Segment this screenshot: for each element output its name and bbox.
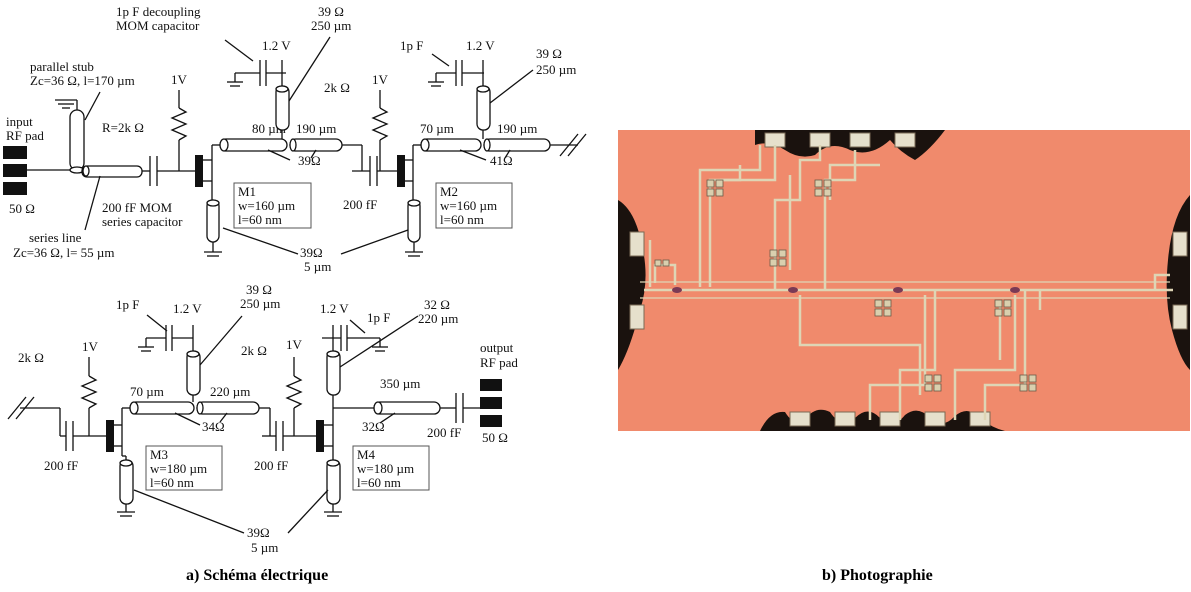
stage2-cap: 200 fF	[343, 197, 377, 212]
stage4-drain-line-l: 220 µm	[418, 311, 458, 326]
stage4-cap-top: 1p F	[367, 310, 390, 325]
stage2-gate-v: 1V	[372, 72, 389, 87]
stage3-tl-b: 220 µm	[210, 384, 250, 399]
source-line-bottom-l: 5 µm	[251, 540, 278, 555]
m1-w: w=160 µm	[238, 198, 295, 213]
stage2-drain-line-z: 39 Ω	[536, 46, 562, 61]
m2-name: M2	[440, 184, 458, 199]
series-cap-value: 200 fF MOM	[102, 200, 173, 215]
series-line-spec: Zc=36 Ω, l= 55 µm	[13, 245, 115, 260]
caption-right: b) Photographie	[822, 567, 933, 584]
stage4-tl-a: 350 µm	[380, 376, 420, 391]
source-line-bottom-z: 39Ω	[247, 525, 270, 540]
output-pad-2	[480, 397, 502, 409]
output-cap: 200 fF	[427, 425, 461, 440]
output-pad-3	[480, 415, 502, 427]
stub-spec: Zc=36 Ω, l=170 µm	[30, 73, 135, 88]
input-pad-label-2: RF pad	[6, 128, 44, 143]
output-pad-label-1: output	[480, 340, 514, 355]
stage2-cap-top: 1p F	[400, 38, 423, 53]
m2-w: w=160 µm	[440, 198, 497, 213]
input-pad-2	[3, 164, 27, 177]
stage2-tl-a: 70 µm	[420, 121, 454, 136]
m3-l: l=60 nm	[150, 475, 194, 490]
input-pad-label-1: input	[6, 114, 33, 129]
source-line-top-z: 39Ω	[300, 245, 323, 260]
stage1-drain-line-z: 39 Ω	[318, 4, 344, 19]
stage4-bias-r: 2k Ω	[241, 343, 267, 358]
m3-gate	[106, 420, 114, 452]
stage3-tl-z: 34Ω	[202, 419, 225, 434]
series-line-title: series line	[29, 230, 82, 245]
source-line-top-l: 5 µm	[304, 259, 331, 274]
schematic-top: input RF pad 50 Ω parallel stub Zc=36 Ω,…	[3, 4, 587, 274]
m2-gate	[397, 155, 405, 187]
stage2-tl-b: 190 µm	[497, 121, 537, 136]
decoupling-title: 1p F decoupling	[116, 4, 201, 19]
stage1-bias-r: R=2k Ω	[102, 120, 144, 135]
m3-w: w=180 µm	[150, 461, 207, 476]
stage4-gate-v: 1V	[286, 337, 303, 352]
stage4-cap: 200 fF	[254, 458, 288, 473]
m4-name: M4	[357, 447, 376, 462]
output-pad-label-2: RF pad	[480, 355, 518, 370]
stage3-bias-r: 2k Ω	[18, 350, 44, 365]
schematic-bottom: 200 fF 1V 2k Ω M3 w=180 µm l=60 nm 70 µm…	[7, 282, 518, 555]
m4-w: w=180 µm	[357, 461, 414, 476]
stage1-gate-v: 1V	[171, 72, 188, 87]
m1-gate	[195, 155, 203, 187]
stage4-tl-z: 32Ω	[362, 419, 385, 434]
stage2-drain-v: 1.2 V	[466, 38, 495, 53]
output-pad-1	[480, 379, 502, 391]
m4-l: l=60 nm	[357, 475, 401, 490]
stage2-drain-line-l: 250 µm	[536, 62, 576, 77]
stage3-drain-v: 1.2 V	[173, 301, 202, 316]
stage3-tl-a: 70 µm	[130, 384, 164, 399]
stage4-drain-line-z: 32 Ω	[424, 297, 450, 312]
input-impedance: 50 Ω	[9, 201, 35, 216]
output-impedance: 50 Ω	[482, 430, 508, 445]
caption-left: a) Schéma électrique	[186, 567, 328, 584]
stage2-tl-z: 41Ω	[490, 153, 513, 168]
stage1-drain-line-l: 250 µm	[311, 18, 351, 33]
m3-name: M3	[150, 447, 168, 462]
stub-title: parallel stub	[30, 59, 94, 74]
stage3-gate-v: 1V	[82, 339, 99, 354]
m2-l: l=60 nm	[440, 212, 484, 227]
series-cap-desc: series capacitor	[102, 214, 183, 229]
stage2-bias-r: 2k Ω	[324, 80, 350, 95]
m4-gate	[316, 420, 324, 452]
input-pad-3	[3, 182, 27, 195]
stage3-drain-line-z: 39 Ω	[246, 282, 272, 297]
stage3-cap: 200 fF	[44, 458, 78, 473]
stage1-tl-z: 39Ω	[298, 153, 321, 168]
stage1-tl-b: 190 µm	[296, 121, 336, 136]
chip-photograph	[618, 130, 1190, 431]
stage3-cap-top: 1p F	[116, 297, 139, 312]
m1-l: l=60 nm	[238, 212, 282, 227]
stage3-drain-line-l: 250 µm	[240, 296, 280, 311]
m1-name: M1	[238, 184, 256, 199]
decoupling-desc: MOM capacitor	[116, 18, 200, 33]
input-pad-1	[3, 146, 27, 159]
stage4-drain-v: 1.2 V	[320, 301, 349, 316]
stage1-drain-v: 1.2 V	[262, 38, 291, 53]
